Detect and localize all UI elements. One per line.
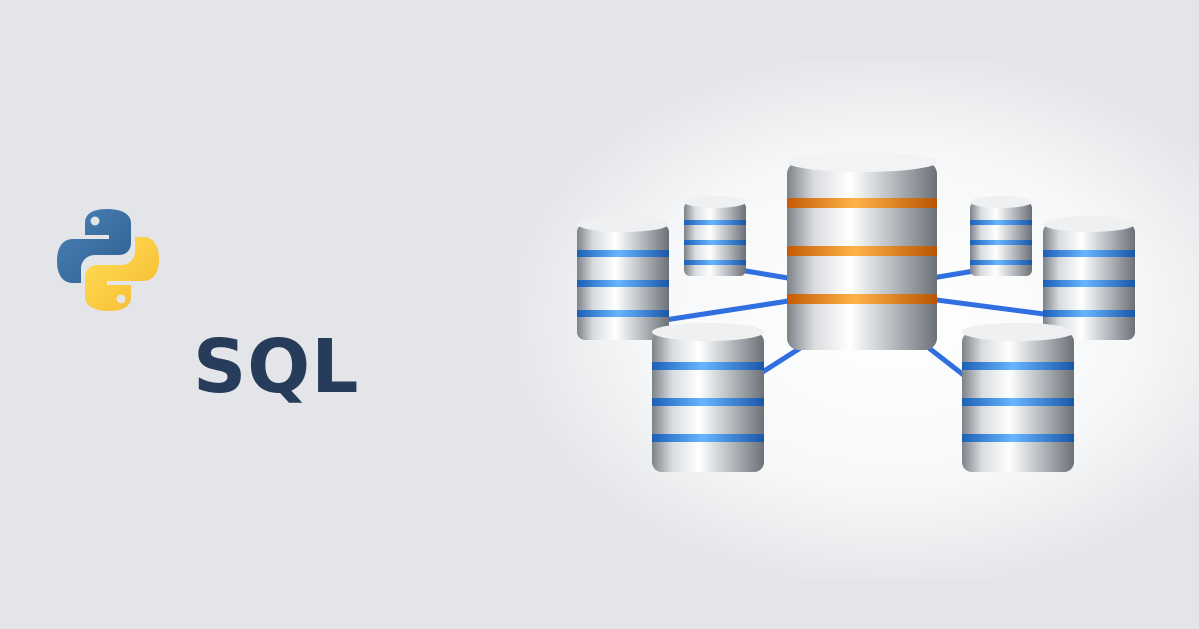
page-title: SQL — [193, 324, 360, 410]
database-small-back-right — [970, 196, 1032, 276]
database-front-left — [652, 323, 764, 472]
database-front-right — [962, 323, 1074, 472]
database-right — [1043, 216, 1135, 340]
database-central — [787, 152, 937, 350]
database-network-icon — [577, 152, 1135, 472]
database-small-back-left — [684, 196, 746, 276]
database-left — [577, 216, 669, 340]
python-logo-icon — [57, 209, 159, 311]
